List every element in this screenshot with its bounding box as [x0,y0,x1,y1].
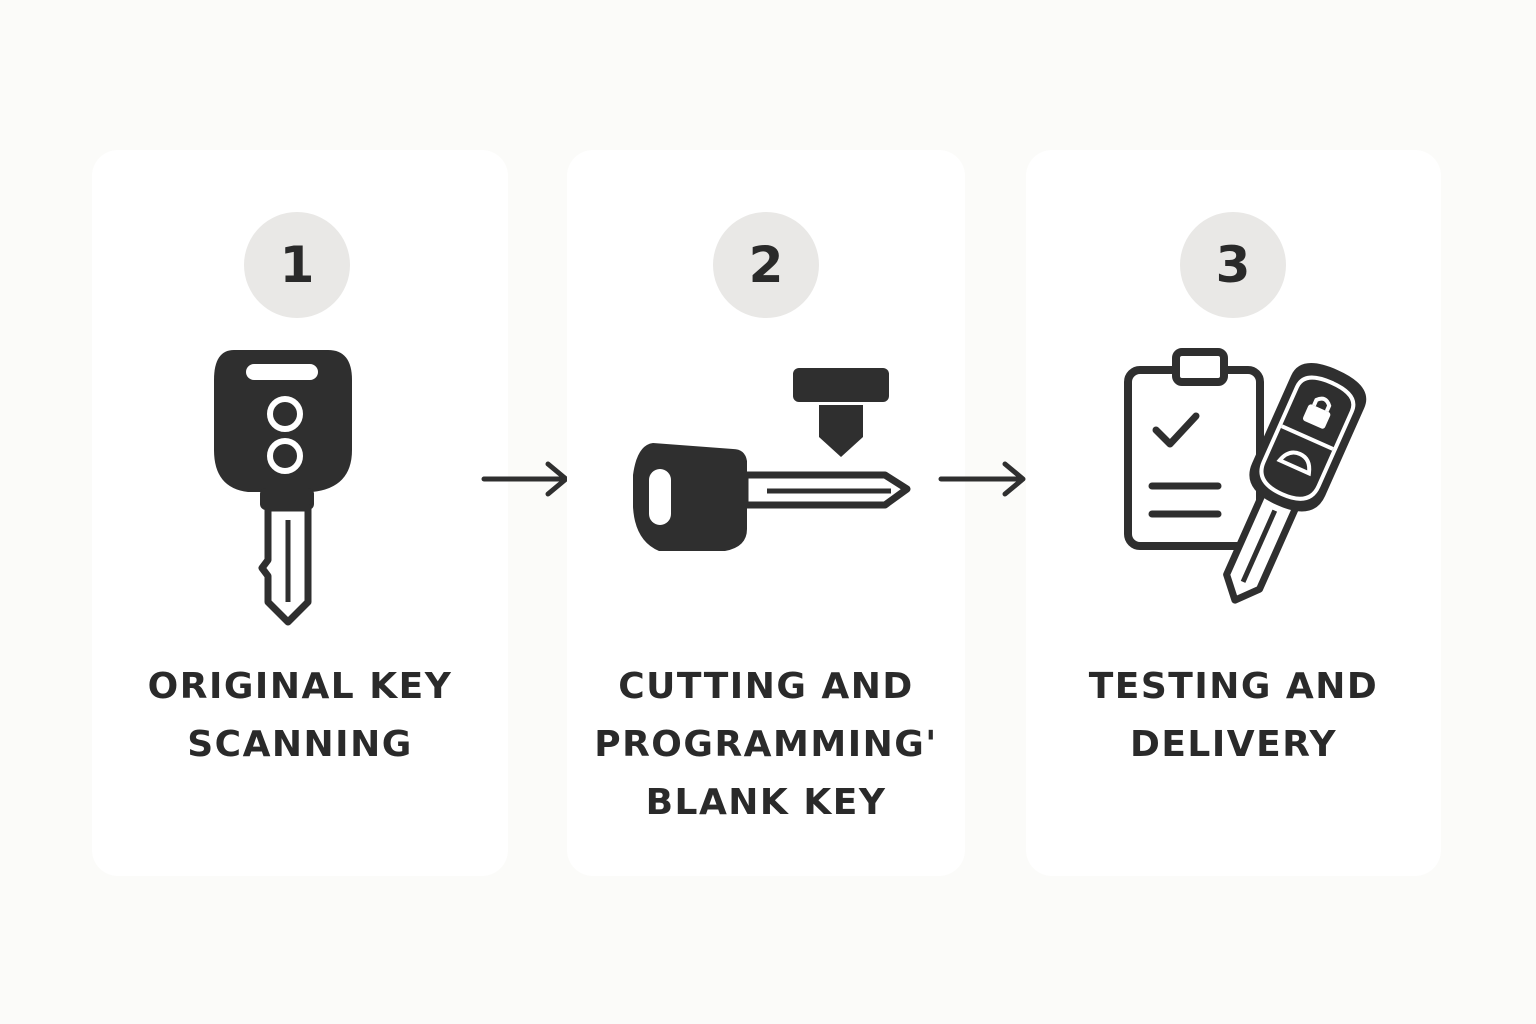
step-number-badge: 3 [1180,212,1286,318]
step-number-badge: 1 [244,212,350,318]
step-label-line: TESTING AND [1088,666,1379,707]
step-label: ORIGINAL KEY SCANNING [92,658,508,774]
key-cutting-machine-icon [633,368,911,551]
step-label-line: DELIVERY [1129,724,1338,765]
step-card-1: 1 ORIGINAL KEY SCANNING [92,150,508,876]
step-label-line: PROGRAMMING' [594,724,938,765]
right-arrow-icon [481,461,569,497]
right-arrow-icon [938,461,1026,497]
step-label-line: BLANK KEY [645,782,887,823]
step-label: TESTING AND DELIVERY [1026,658,1441,774]
car-key-fob-icon [214,350,352,626]
step-card-2: 2 CUTTING AND PROGRAMMING' BLANK KEY [567,150,965,876]
step-card-3: 3 TESTIN [1026,150,1441,876]
step-label-line: ORIGINAL KEY [147,666,453,707]
clipboard-checklist-with-key-icon [1124,348,1367,604]
step-label-line: SCANNING [187,724,413,765]
step-label-line: CUTTING AND [618,666,914,707]
step-label: CUTTING AND PROGRAMMING' BLANK KEY [567,658,965,832]
step-number-badge: 2 [713,212,819,318]
